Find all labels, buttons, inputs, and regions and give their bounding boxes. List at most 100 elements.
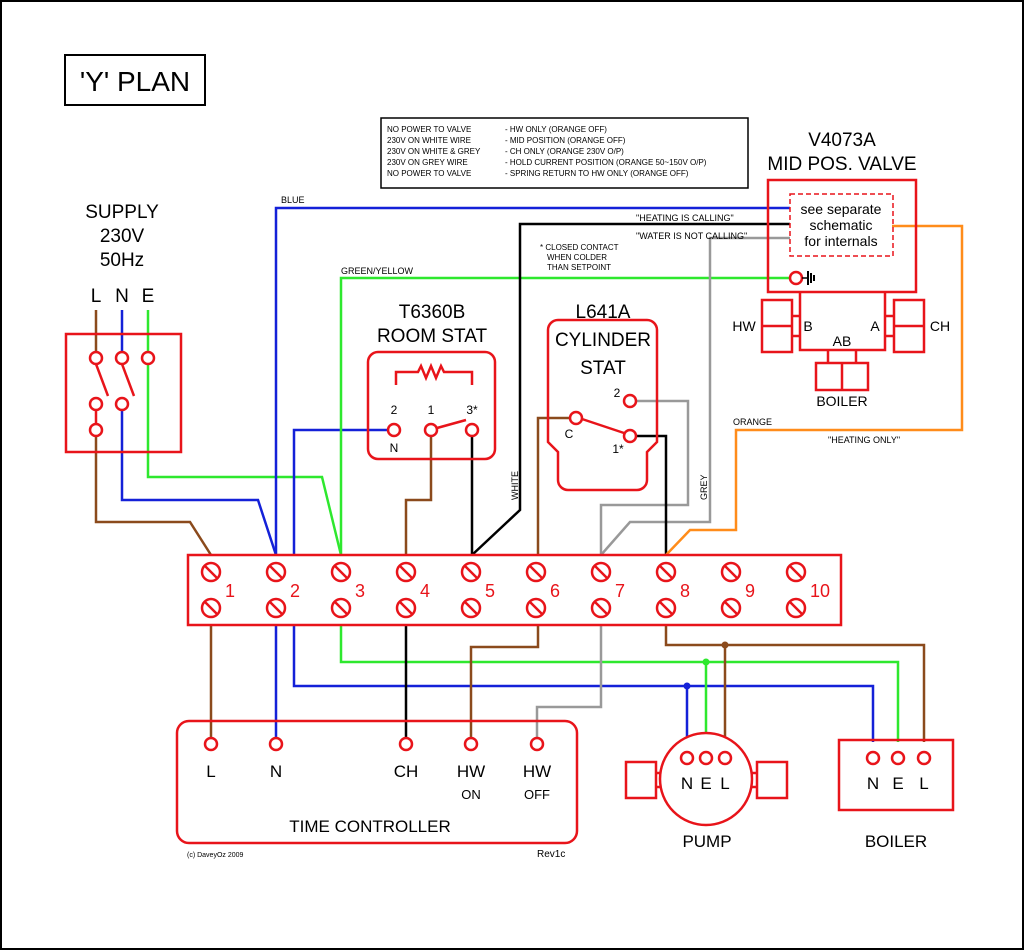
- room-stat-term-n: N: [390, 441, 399, 455]
- valve-note-2: schematic: [809, 217, 872, 233]
- cylinder-stat-box: [546, 318, 659, 492]
- valve-note-3: for internals: [804, 233, 877, 249]
- valve-a-label: A: [870, 318, 880, 334]
- valve-hw-label: HW: [732, 318, 756, 334]
- pump: N E L PUMP: [624, 731, 789, 851]
- pump-port-right: [755, 760, 789, 800]
- supply-e-label: E: [142, 286, 155, 307]
- cylinder-stat-term-c: C: [565, 427, 574, 441]
- supply-voltage: 230V: [100, 226, 145, 247]
- earth-icon: [802, 271, 815, 285]
- legend-row-2-right: - MID POSITION (ORANGE OFF): [505, 136, 626, 145]
- boiler-l-label: L: [919, 774, 928, 793]
- room-stat-term-2: 2: [391, 403, 398, 417]
- boiler: N E L BOILER: [837, 738, 955, 851]
- valve-head: [766, 178, 918, 294]
- copyright-label: (c) DaveyOz 2009: [187, 852, 244, 859]
- valve: V4073A MID POS. VALVE see separate schem…: [732, 130, 950, 409]
- tc-n-label: N: [270, 762, 282, 781]
- legend-row-5-right: - SPRING RETURN TO HW ONLY (ORANGE OFF): [505, 169, 689, 178]
- pump-n-label: N: [681, 774, 693, 793]
- heating-calling-label: "HEATING IS CALLING": [636, 213, 734, 223]
- terminal-number-2: 2: [290, 581, 300, 601]
- legend-box: NO POWER TO VALVE - HW ONLY (ORANGE OFF)…: [380, 117, 749, 189]
- terminal-number-9: 9: [745, 581, 755, 601]
- title-text: 'Y' PLAN: [80, 66, 190, 97]
- pump-l-label: L: [720, 774, 729, 793]
- tc-hw-off-sublabel: OFF: [524, 787, 550, 802]
- valve-ch-label: CH: [930, 318, 950, 334]
- boiler-n-label: N: [867, 774, 879, 793]
- terminal-number-1: 1: [225, 581, 235, 601]
- supply-n-label: N: [115, 286, 129, 307]
- room-stat: T6360B ROOM STAT 2 1 3* N: [366, 302, 497, 461]
- legend-row-3-right: - CH ONLY (ORANGE 230V O/P): [505, 147, 624, 156]
- room-stat-term-3: 3*: [466, 403, 478, 417]
- room-stat-name: ROOM STAT: [377, 326, 488, 347]
- valve-internals-box: [789, 193, 894, 257]
- tc-ch-label: CH: [394, 762, 419, 781]
- boiler-box: [837, 738, 955, 812]
- legend-row-3-left: 230V ON WHITE & GREY: [387, 147, 481, 156]
- time-controller-box: [175, 719, 579, 845]
- terminal-strip-box: [186, 553, 843, 627]
- supply-block: SUPPLY 230V 50Hz L N E: [64, 202, 183, 454]
- legend-row-1-right: - HW ONLY (ORANGE OFF): [505, 125, 607, 134]
- water-not-calling-label: "WATER IS NOT CALLING": [636, 231, 747, 241]
- pump-port-left: [624, 760, 658, 800]
- tc-hw-off-label: HW: [523, 762, 551, 781]
- cylinder-stat-term-2: 2: [614, 386, 621, 400]
- cylinder-stat: L641A CYLINDER STAT 2 C 1*: [546, 302, 659, 492]
- pump-name-label: PUMP: [682, 832, 731, 851]
- terminal-number-3: 3: [355, 581, 365, 601]
- orange-wire-label: ORANGE: [733, 417, 772, 427]
- valve-b-label: B: [803, 318, 812, 334]
- tc-l-label: L: [206, 762, 215, 781]
- legend-row-2-left: 230V ON WHITE WIRE: [387, 136, 471, 145]
- pump-e-label: E: [700, 774, 711, 793]
- terminal-number-7: 7: [615, 581, 625, 601]
- cylinder-stat-term-1: 1*: [612, 442, 624, 456]
- valve-name: MID POS. VALVE: [767, 154, 916, 175]
- terminal-number-5: 5: [485, 581, 495, 601]
- time-controller: L N CH HW ON HW OFF TIME CONTROLLER (c) …: [175, 719, 579, 860]
- terminal-number-6: 6: [550, 581, 560, 601]
- room-stat-box: [366, 350, 497, 461]
- legend-row-4-right: - HOLD CURRENT POSITION (ORANGE 50~150V …: [505, 158, 707, 167]
- green-yellow-wire-label: GREEN/YELLOW: [341, 266, 414, 276]
- boiler-e-label: E: [892, 774, 903, 793]
- valve-ab-label: AB: [833, 333, 852, 349]
- tc-hw-on-label: HW: [457, 762, 485, 781]
- legend-row-4-left: 230V ON GREY WIRE: [387, 158, 468, 167]
- legend-row-1-left: NO POWER TO VALVE: [387, 125, 471, 134]
- white-wire-label: WHITE: [510, 471, 520, 500]
- title-box: 'Y' PLAN: [64, 54, 206, 106]
- tc-name-label: TIME CONTROLLER: [289, 817, 451, 836]
- terminals: 1 2 3 4 5 6 7 8 9 10: [200, 561, 830, 619]
- terminal-strip: 1 2 3 4 5 6 7 8 9 10: [186, 553, 843, 627]
- cylinder-stat-model: L641A: [576, 302, 631, 323]
- supply-label: SUPPLY: [85, 202, 159, 223]
- cylinder-stat-name-1: CYLINDER: [555, 330, 651, 351]
- room-stat-model: T6360B: [399, 302, 466, 323]
- room-stat-resistor-icon: [394, 362, 474, 385]
- valve-earth-terminal: [788, 270, 804, 286]
- valve-boiler-label: BOILER: [816, 393, 867, 409]
- room-stat-term-1: 1: [428, 403, 435, 417]
- terminal-number-4: 4: [420, 581, 430, 601]
- supply-frequency: 50Hz: [100, 250, 144, 271]
- revision-label: Rev1c: [537, 849, 565, 860]
- boiler-name-label: BOILER: [865, 832, 927, 851]
- terminal-number-10: 10: [810, 581, 830, 601]
- terminal-number-8: 8: [680, 581, 690, 601]
- heating-only-label: "HEATING ONLY": [828, 435, 900, 445]
- valve-note-1: see separate: [801, 201, 882, 217]
- closed-contact-note-2: WHEN COLDER: [547, 253, 607, 262]
- grey-wire-label: GREY: [699, 474, 709, 500]
- tc-hw-on-sublabel: ON: [461, 787, 481, 802]
- closed-contact-note-1: * CLOSED CONTACT: [540, 243, 619, 252]
- legend-row-5-left: NO POWER TO VALVE: [387, 169, 471, 178]
- blue-wire-label: BLUE: [281, 195, 305, 205]
- cylinder-stat-name-2: STAT: [580, 358, 626, 379]
